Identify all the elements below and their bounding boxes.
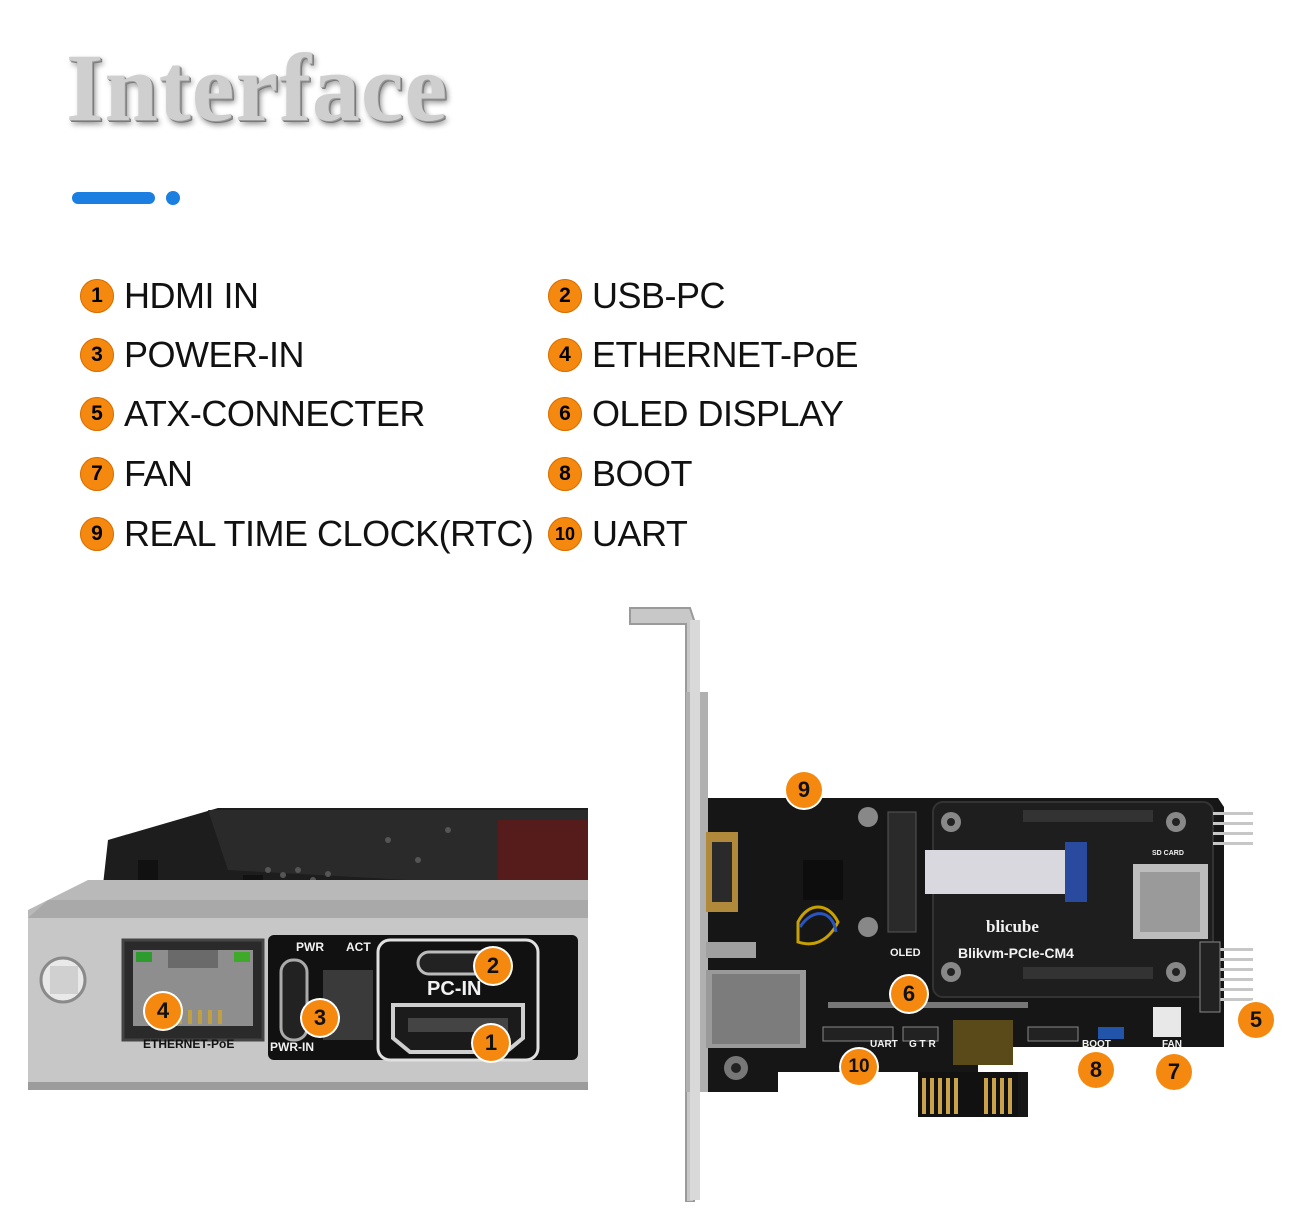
fan-label: FAN (1162, 1039, 1182, 1050)
legend-label: REAL TIME CLOCK(RTC) (124, 513, 534, 554)
callout-fan: 7 (1156, 1054, 1192, 1090)
legend-item-boot: 8 BOOT (548, 452, 693, 496)
page-title: Interface (66, 34, 449, 141)
board-overview-photo: blicube Blikvm-PCIe-CM4 OLED UART G T R … (628, 602, 1278, 1202)
legend-number-badge: 3 (80, 338, 114, 372)
act-led-label: ACT (346, 940, 371, 954)
legend-item-ethernet-poe: 4 ETHERNET-PoE (548, 333, 859, 377)
legend-number-badge: 6 (548, 397, 582, 431)
bracket-closeup-photo: PWR ACT PC-IN ETHERNET-PoE PWR-IN 1 2 3 … (28, 800, 590, 1095)
legend-label: OLED DISPLAY (592, 393, 844, 434)
legend-label: POWER-IN (124, 334, 305, 375)
callout-usb-pc: 2 (475, 948, 511, 984)
legend-label: BOOT (592, 453, 693, 494)
gtr-label: G T R (909, 1039, 936, 1050)
legend-item-oled-display: 6 OLED DISPLAY (548, 392, 844, 436)
legend-number-badge: 2 (548, 279, 582, 313)
legend-label: UART (592, 513, 688, 554)
legend-number-badge: 4 (548, 338, 582, 372)
legend-item-uart: 10 UART (548, 512, 688, 556)
pwr-led-label: PWR (296, 940, 324, 954)
callout-oled-display: 6 (891, 976, 927, 1012)
callout-hdmi-in: 1 (473, 1025, 509, 1061)
board-overview-illustration (629, 607, 1253, 1202)
uart-label: UART (870, 1039, 898, 1050)
legend-item-usb-pc: 2 USB-PC (548, 274, 726, 318)
legend-item-power-in: 3 POWER-IN (80, 333, 305, 377)
legend-number-badge: 7 (80, 457, 114, 491)
title-accent-bar (72, 192, 155, 204)
pwr-in-label: PWR-IN (270, 1040, 314, 1054)
brand-label: blicube (986, 917, 1039, 936)
callout-atx-connecter: 5 (1238, 1002, 1274, 1038)
legend-label: ETHERNET-PoE (592, 334, 859, 375)
callout-boot: 8 (1078, 1052, 1114, 1088)
legend-number-badge: 9 (80, 517, 114, 551)
legend-number-badge: 1 (80, 279, 114, 313)
legend-number-badge: 5 (80, 397, 114, 431)
callout-ethernet-poe: 4 (145, 993, 181, 1029)
legend-item-rtc: 9 REAL TIME CLOCK(RTC) (80, 512, 534, 556)
legend-item-hdmi-in: 1 HDMI IN (80, 274, 259, 318)
interface-legend: 1 HDMI IN 2 USB-PC 3 POWER-IN 4 ETHERNET… (0, 0, 1300, 580)
legend-label: ATX-CONNECTER (124, 393, 425, 434)
callout-rtc: 9 (786, 772, 822, 808)
title-accent-dot (166, 191, 180, 205)
pc-in-label: PC-IN (427, 978, 482, 1000)
legend-number-badge: 8 (548, 457, 582, 491)
model-label: Blikvm-PCIe-CM4 (958, 945, 1074, 961)
ethernet-poe-label: ETHERNET-PoE (143, 1037, 235, 1051)
legend-item-fan: 7 FAN (80, 452, 193, 496)
callout-uart: 10 (841, 1049, 877, 1085)
legend-label: FAN (124, 453, 193, 494)
legend-item-atx-connecter: 5 ATX-CONNECTER (80, 392, 425, 436)
oled-label: OLED (890, 947, 921, 959)
sd-card-label: SD CARD (1152, 850, 1184, 857)
legend-label: USB-PC (592, 275, 726, 316)
legend-label: HDMI IN (124, 275, 259, 316)
legend-number-badge: 10 (548, 517, 582, 551)
callout-power-in: 3 (302, 1000, 338, 1036)
boot-label: BOOT (1082, 1039, 1111, 1050)
